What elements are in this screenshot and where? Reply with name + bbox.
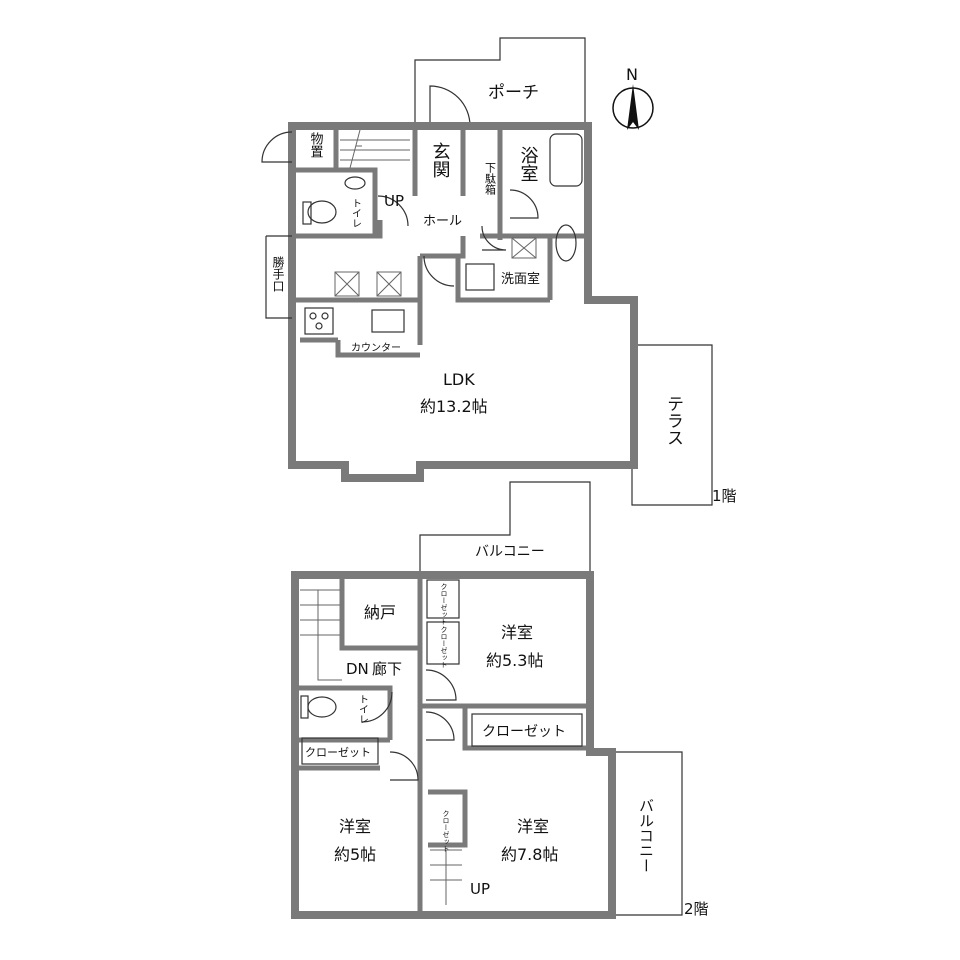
floor-1: ポーチ 物置 玄関 下駄箱 浴室 トイレ UP ホール 勝手口 洗面室 カウンタ… — [261, 37, 737, 506]
washbasin-icon — [555, 224, 577, 262]
label-storage-closet: 納戸 — [364, 603, 396, 622]
kitchen-sink-icon — [371, 309, 405, 333]
small-closet-2[interactable] — [426, 621, 460, 665]
closet-1[interactable] — [301, 737, 379, 765]
closet-2[interactable] — [471, 713, 583, 747]
floor-1-outer-wall — [288, 122, 638, 482]
washing-machine-icon — [465, 263, 495, 291]
label-entrance: 玄関 — [430, 142, 451, 178]
storage-door[interactable] — [261, 131, 293, 163]
label-stairs-up-2f: UP — [470, 880, 490, 898]
label-western-room-1-size: 約5.3帖 — [486, 651, 543, 670]
floor-1-label: 1階 — [712, 487, 737, 505]
label-corridor: 廊下 — [372, 660, 402, 678]
toilet-door-2f[interactable] — [361, 691, 393, 723]
label-western-room-2-size: 約5帖 — [334, 845, 376, 864]
entrance-door[interactable] — [429, 85, 471, 127]
stairs-up-2f — [430, 849, 462, 905]
label-closet-1: クローゼット — [305, 746, 371, 759]
floor-2-label: 2階 — [684, 900, 709, 918]
label-western-room-3-size: 約7.8帖 — [501, 845, 558, 864]
small-closet-1[interactable] — [426, 579, 460, 619]
label-stairs-down: DN — [346, 660, 369, 678]
bathroom-door[interactable] — [509, 189, 539, 219]
label-western-room-3: 洋室 — [517, 817, 549, 836]
balcony-east-outline — [612, 751, 683, 916]
label-small-closet-1: クローゼット — [440, 583, 448, 625]
back-door-frame — [265, 235, 292, 319]
balcony-north-outline — [419, 481, 591, 575]
room-5-door[interactable] — [389, 751, 419, 781]
toilet-icon-2f — [307, 696, 337, 718]
label-western-room-2: 洋室 — [339, 817, 371, 836]
label-small-closet-3: クローゼット — [442, 810, 450, 852]
label-shoe-box: 下駄箱 — [484, 162, 497, 196]
label-counter: カウンター — [351, 342, 401, 354]
floor-2-outer-wall — [291, 571, 616, 919]
room-5-3-door[interactable] — [425, 669, 457, 701]
label-ldk: LDK — [443, 370, 475, 389]
north-label: N — [626, 65, 638, 84]
label-bathroom: 浴室 — [518, 146, 539, 182]
label-balcony-north: バルコニー — [475, 544, 545, 560]
toilet-icon — [307, 200, 337, 224]
label-terrace: テラス — [663, 395, 683, 446]
label-toilet-2f: トイレ — [357, 694, 369, 724]
label-porch: ポーチ — [488, 83, 539, 103]
label-closet-2: クローゼット — [482, 724, 566, 740]
bathtub-icon — [549, 133, 583, 187]
label-back-door: 勝手口 — [271, 255, 285, 292]
label-balcony-east: バルコニー — [637, 798, 655, 873]
label-ldk-size: 約13.2帖 — [420, 397, 488, 416]
north-compass-icon: N — [612, 65, 654, 130]
label-western-room-1: 洋室 — [501, 623, 533, 642]
label-small-closet-2: クローゼット — [440, 626, 448, 668]
label-hall: ホール — [423, 214, 462, 229]
stove-icon — [304, 307, 334, 335]
ldk-door[interactable] — [423, 255, 455, 287]
stairs-1f — [340, 129, 410, 169]
room-7-8-door[interactable] — [425, 711, 455, 741]
washroom-door[interactable] — [481, 225, 507, 251]
label-stairs-up: UP — [384, 192, 404, 210]
terrace-outline — [631, 344, 713, 506]
toilet-door[interactable] — [377, 195, 409, 227]
label-washroom: 洗面室 — [501, 271, 540, 287]
stairs-2f — [300, 589, 342, 681]
floor-2: バルコニー 納戸 クローゼット クローゼット 洋室 約5.3帖 DN 廊下 トイ… — [291, 481, 709, 919]
sink-icon — [344, 176, 366, 190]
porch-outline — [414, 37, 586, 126]
label-toilet: トイレ — [350, 198, 362, 228]
label-storage: 物置 — [308, 132, 324, 158]
